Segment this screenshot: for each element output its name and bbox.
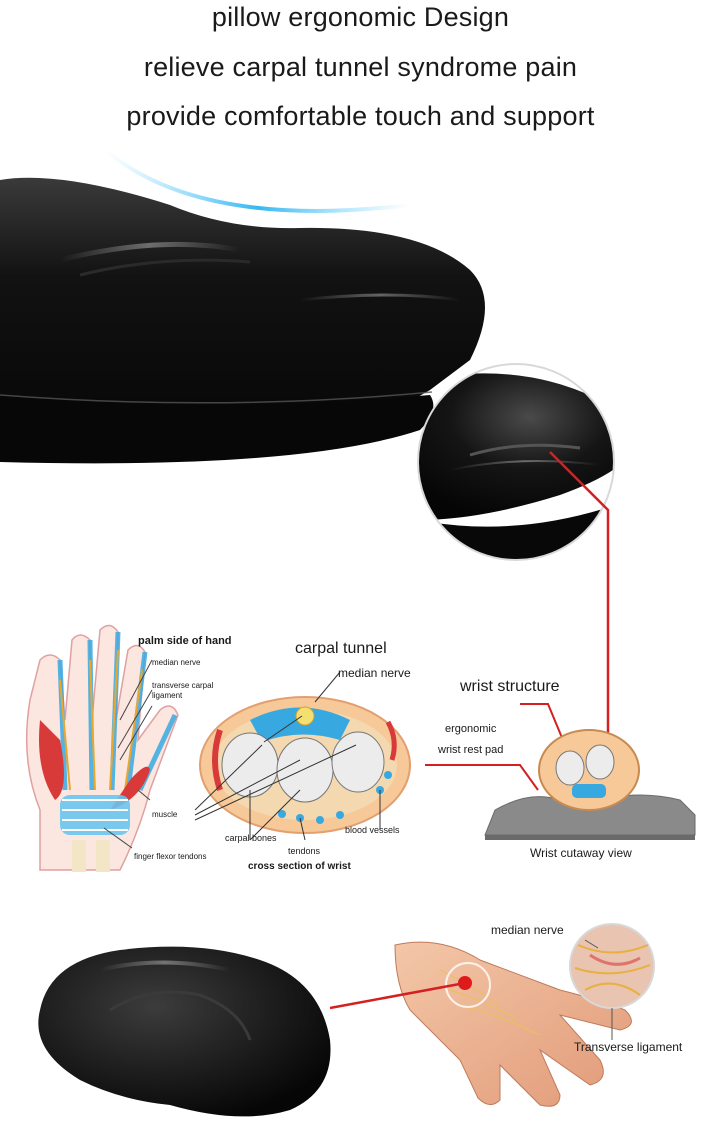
cross-median-nerve-label: median nerve bbox=[338, 666, 411, 680]
pointer-line-pad bbox=[425, 764, 539, 791]
small-wrist-pad bbox=[38, 946, 331, 1117]
pad-label-1: ergonomic bbox=[445, 723, 497, 735]
photo-median-nerve-label: median nerve bbox=[491, 923, 564, 937]
blood-vessels-label: blood vessels bbox=[345, 825, 400, 835]
headline-3: provide comfortable touch and support bbox=[126, 101, 595, 131]
hand-transverse-label-2: ligament bbox=[152, 691, 183, 700]
comfort-arc bbox=[103, 148, 411, 213]
carpal-bones-label: carpal bones bbox=[225, 833, 277, 843]
cutaway-caption: Wrist cutaway view bbox=[530, 846, 632, 860]
cross-section-caption: cross section of wrist bbox=[248, 861, 351, 872]
pointer-line-bottom bbox=[329, 981, 466, 1010]
headline-2: relieve carpal tunnel syndrome pain bbox=[143, 52, 578, 82]
carpal-tunnel-title: carpal tunnel bbox=[295, 640, 387, 657]
pointer-line-structure bbox=[520, 703, 566, 746]
pad-label-2: wrist rest pad bbox=[438, 744, 504, 756]
hand-photo-illustration bbox=[394, 923, 655, 1107]
hand-anatomy-diagram bbox=[25, 624, 179, 872]
hand-muscle-label: muscle bbox=[152, 810, 178, 819]
wrist-structure-title: wrist structure bbox=[460, 678, 560, 695]
hand-transverse-label-1: transverse carpal bbox=[152, 681, 214, 690]
wrist-cross-section bbox=[194, 671, 411, 841]
photo-transverse-label: Transverse ligament bbox=[574, 1040, 683, 1054]
pointer-line-top bbox=[549, 451, 610, 748]
headline-1: pillow ergonomic Design bbox=[211, 2, 510, 32]
wrist-cutaway-diagram bbox=[484, 729, 696, 840]
zoom-detail bbox=[418, 364, 614, 560]
hand-title-label: palm side of hand bbox=[138, 635, 232, 647]
hand-finger-flexor-label: finger flexor tendons bbox=[134, 852, 207, 861]
hand-median-nerve-label: median nerve bbox=[152, 658, 201, 667]
large-wrist-pad bbox=[0, 177, 485, 464]
tendons-label: tendons bbox=[288, 846, 321, 856]
